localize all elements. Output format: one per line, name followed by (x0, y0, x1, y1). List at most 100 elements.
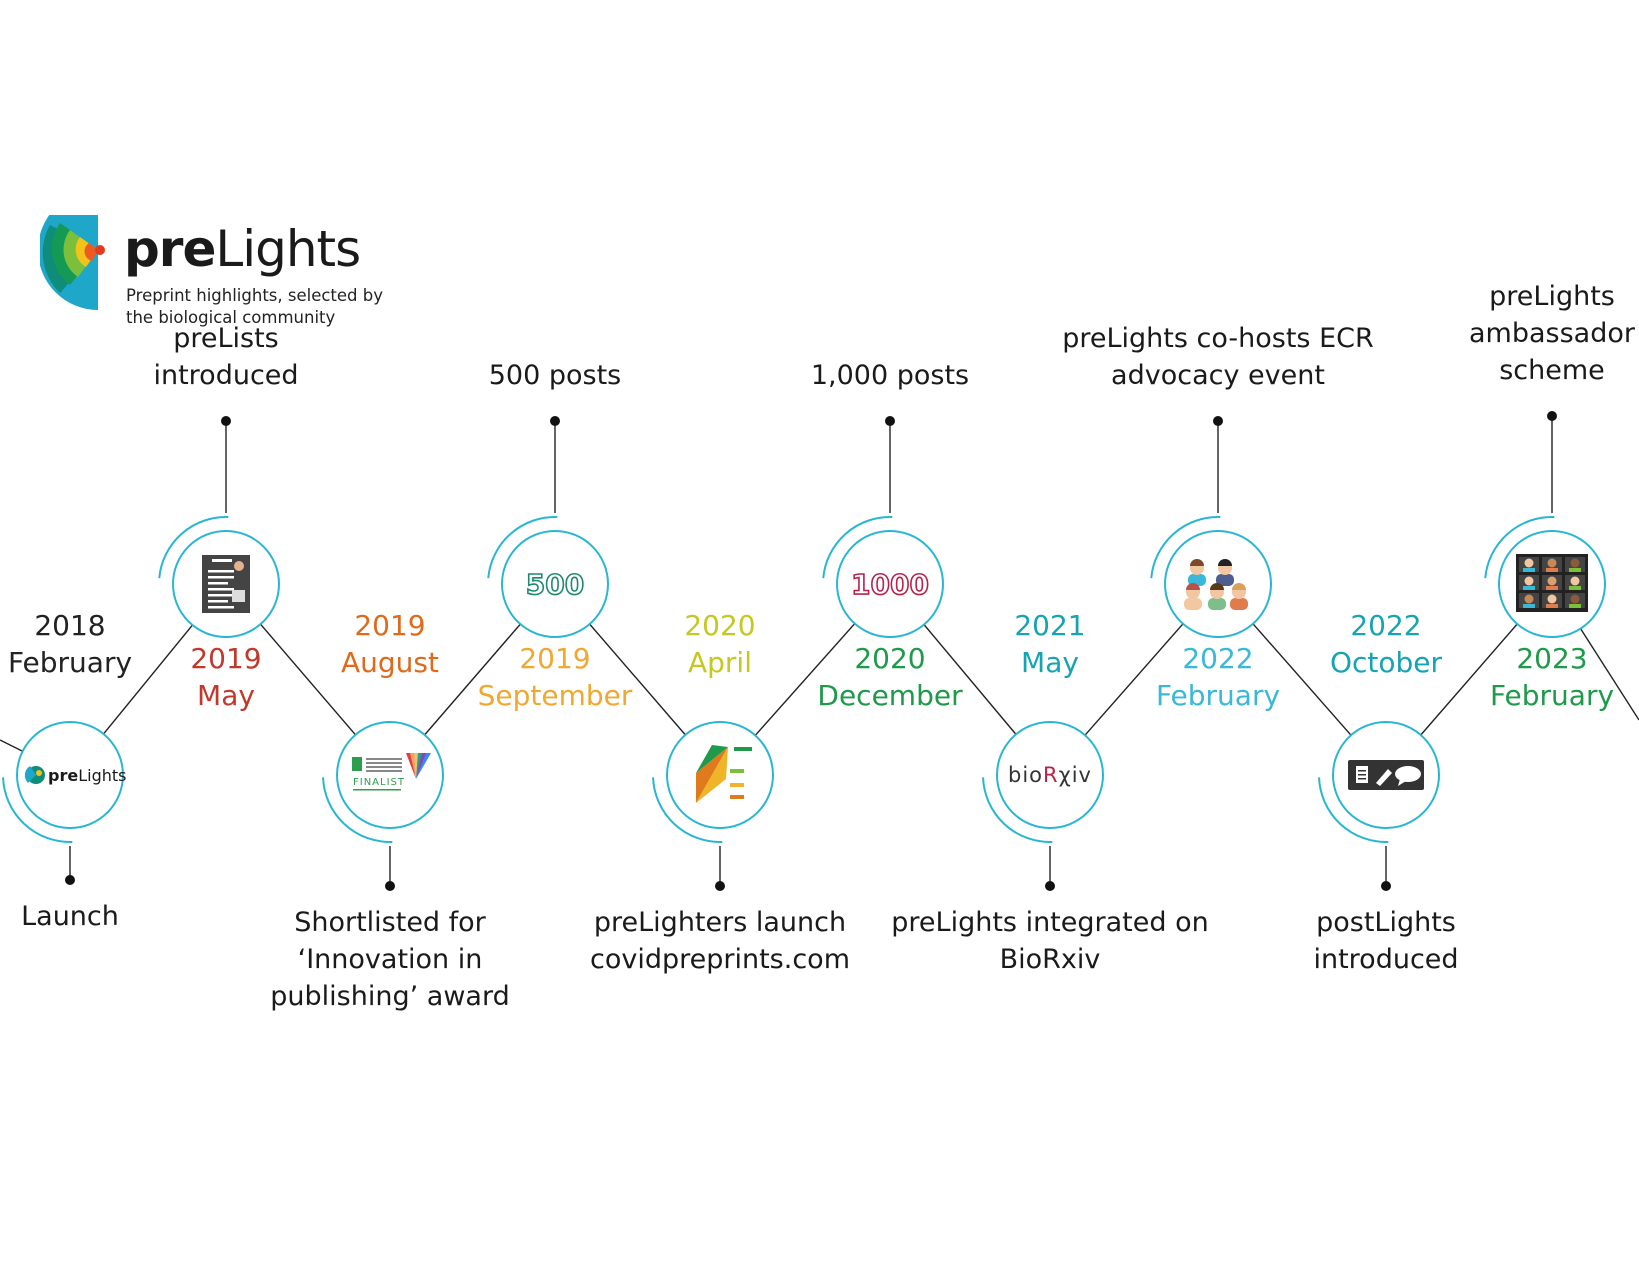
milestone-circle (336, 721, 444, 829)
milestone-dot (550, 416, 560, 426)
milestone-year: 2022 (1350, 609, 1422, 642)
milestone-event-line: BioRxiv (999, 944, 1101, 975)
video-call-grid-icon (1516, 554, 1588, 612)
milestone-dot (221, 416, 231, 426)
milestone-dot (65, 875, 75, 885)
milestone-outer-arc (1150, 516, 1221, 579)
milestone-year: 2023 (1516, 642, 1588, 675)
milestone-event-line: Launch (21, 901, 119, 932)
number-1000-icon: 1000 (850, 567, 930, 602)
milestone-event-line: 500 posts (488, 360, 622, 391)
svg-text:preLights: preLights (48, 766, 126, 785)
covidpreprints-logo-icon (696, 745, 752, 803)
milestone-node: 1000 (822, 416, 944, 638)
milestone-dot (1213, 416, 1223, 426)
milestone-year: 2021 (1014, 609, 1086, 642)
timeline-connector (1084, 623, 1184, 736)
people-group-icon (1184, 559, 1248, 610)
milestone-node (1318, 721, 1440, 891)
milestone-outer-arc (2, 777, 73, 843)
milestone-month: August (341, 646, 439, 679)
milestone-outer-arc (322, 777, 393, 843)
milestone-node: 500 (487, 416, 609, 638)
milestone-outer-arc (487, 516, 558, 579)
timeline-connector (589, 623, 686, 736)
milestone-event-line: preLights co-hosts ECR (1062, 323, 1374, 354)
prelights-burst-icon (40, 215, 105, 310)
milestone-event: postLights introduced (1313, 904, 1458, 978)
finalist-badge-icon: FINALIST (352, 753, 431, 791)
milestone-circle (501, 530, 609, 638)
milestone-event-line: 1,000 posts (810, 360, 970, 391)
milestone-event-line: ambassador (1469, 318, 1635, 349)
number-500-icon: 500 (525, 567, 585, 602)
logo-wordmark: preLights (124, 220, 361, 278)
milestone-event-line: preLights (1489, 281, 1615, 312)
milestone-outer-arc (1484, 516, 1555, 579)
milestone-event-line: scheme (1499, 355, 1605, 386)
milestone-year: 2019 (190, 642, 262, 675)
milestone-event-line: covidpreprints.com (590, 944, 850, 975)
milestone-dot (1381, 881, 1391, 891)
timeline-connector (424, 623, 521, 736)
milestone-event: 1,000 posts (811, 357, 969, 394)
milestone-dot (1547, 411, 1557, 421)
milestone-node: preLights (2, 721, 126, 885)
milestone-event: preLights ambassador scheme (1469, 278, 1635, 389)
milestone-event-line: introduced (1313, 944, 1459, 975)
timeline-connector (923, 624, 1017, 735)
milestone-event-line: postLights (1316, 907, 1456, 938)
document-icon (202, 555, 250, 613)
milestone-month: May (1021, 646, 1079, 679)
milestone-event: Launch (21, 898, 119, 935)
biorxiv-logo-icon: bioRχiv (1008, 763, 1092, 787)
logo-tagline: Preprint highlights, selected by the bio… (126, 286, 384, 327)
milestone-event-line: preLighters launch (593, 907, 847, 938)
milestone-circle (16, 721, 124, 829)
svg-text:bioRχiv: bioRχiv (1008, 763, 1092, 787)
milestone-event: 500 posts (489, 357, 622, 394)
milestone-outer-arc (158, 516, 229, 579)
milestone-node (652, 721, 774, 891)
svg-text:1000: 1000 (851, 568, 929, 601)
milestone-month: February (7, 646, 133, 679)
milestone-month: December (817, 679, 963, 712)
milestone-node: bioRχiv (982, 721, 1104, 891)
milestone-year: 2018 (34, 609, 106, 642)
milestone-event-line: ‘Innovation in (297, 944, 483, 975)
milestone-dot (385, 881, 395, 891)
milestone-circle (996, 721, 1104, 829)
milestone-dot (1045, 881, 1055, 891)
milestone-dot (715, 881, 725, 891)
milestone-year: 2019 (519, 642, 591, 675)
milestone-node: FINALIST (322, 721, 444, 891)
milestone-outer-arc (982, 777, 1053, 843)
milestone-dot (885, 416, 895, 426)
milestone-year: 2020 (684, 609, 756, 642)
milestone-year: 2020 (854, 642, 926, 675)
timeline-connector (754, 623, 856, 736)
milestone-event-line: Shortlisted for (294, 907, 486, 938)
milestone-month: October (1329, 646, 1443, 679)
milestone-month: May (197, 679, 255, 712)
timeline-connector (102, 624, 194, 735)
milestone-month: April (687, 646, 752, 679)
milestone-outer-arc (652, 777, 723, 843)
document-pen-comment-icon (1348, 760, 1424, 790)
timeline-connector (1579, 628, 1639, 721)
svg-text:500: 500 (526, 568, 584, 601)
milestone-event-line: introduced (153, 360, 299, 391)
milestone-node (1484, 411, 1606, 638)
